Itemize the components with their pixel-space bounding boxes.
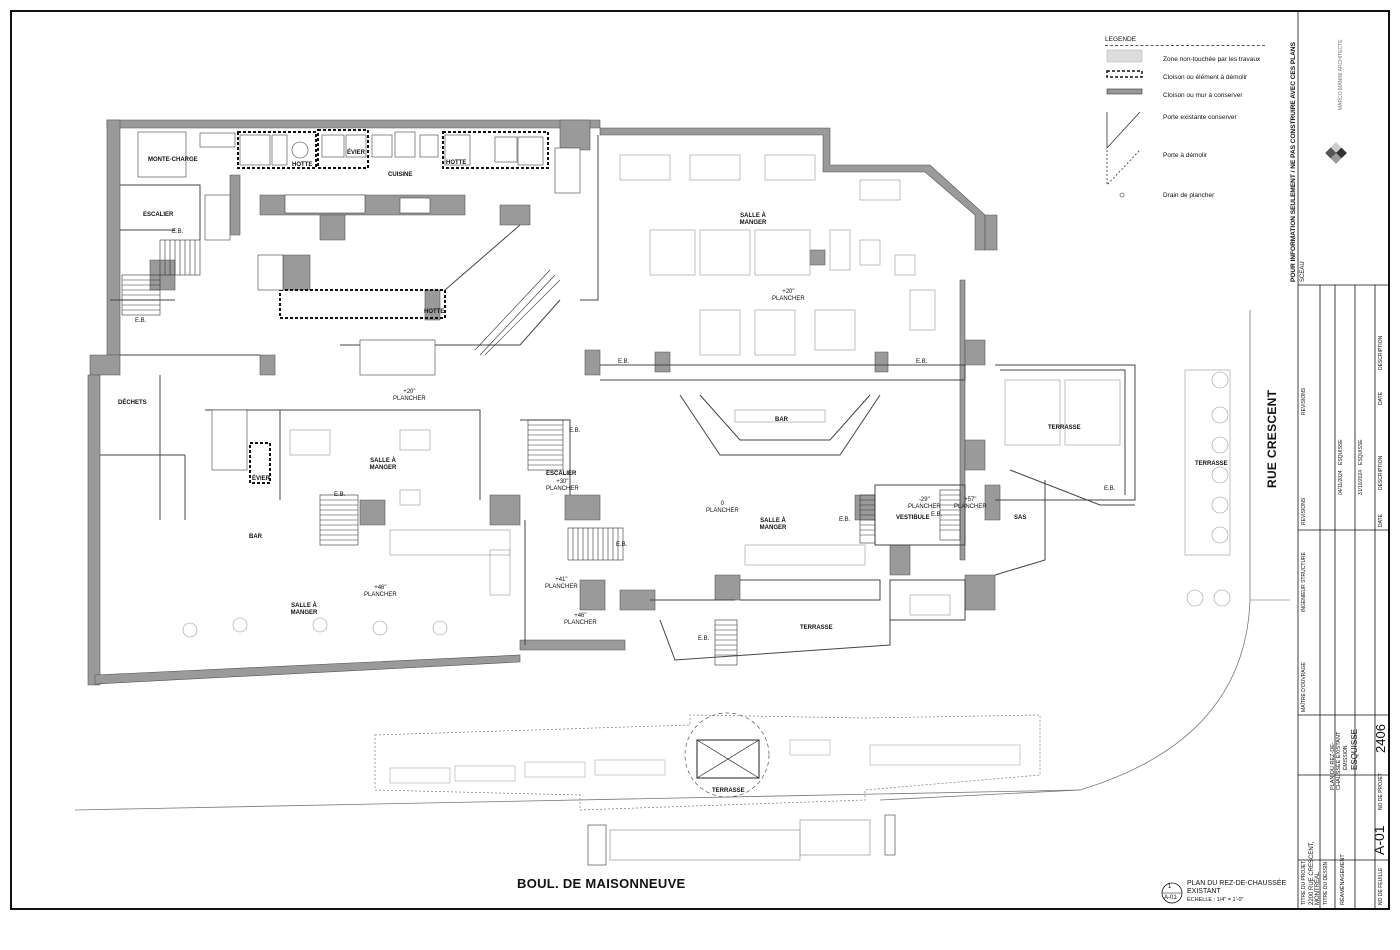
room-terrasse-3: TERRASSE <box>800 625 833 631</box>
tb-rev-desc-1: ESQUISSE <box>1338 439 1344 465</box>
eb-marker: E.B. <box>135 318 147 324</box>
eb-marker: E.B. <box>172 229 184 235</box>
room-cuisine: CUISINE <box>388 172 413 178</box>
eb-marker: E.B. <box>916 359 928 365</box>
room-salle-a-manger-3: SALLE À MANGER <box>290 603 318 616</box>
legend-item: Drain de plancher <box>1163 192 1215 199</box>
drawing-ref-scale: ÉCHELLE : 1/4" = 1'-0" <box>1187 897 1244 903</box>
room-dechets: DÉCHETS <box>118 400 147 406</box>
tb-maitre: MAÎTRE D'OUVRAGE <box>1301 662 1307 712</box>
elev-plus30: +30"Plancher <box>546 479 579 492</box>
eb-marker: E.B. <box>931 512 943 518</box>
eb-marker: E.B. <box>569 428 581 434</box>
elev-plus57: +57"Plancher <box>954 497 987 510</box>
tb-revisions-header: REVISIONS <box>1301 387 1307 415</box>
tb-revisions-header-2: REVISIONS <box>1301 497 1307 525</box>
legend-item: Porte existante conserver <box>1163 114 1237 121</box>
room-vestibule: VESTIBULE <box>896 515 930 521</box>
street-label-south: BOUL. DE MAISONNEUVE <box>517 876 686 891</box>
room-escalier: ESCALIER <box>143 212 174 218</box>
label-evier-1: ÉVIER <box>347 150 366 156</box>
tb-no-feuille-label: NO DE FEUILLE <box>1378 867 1384 905</box>
room-sas: SAS <box>1014 515 1027 521</box>
room-bar-2: BAR <box>249 534 262 540</box>
elev-zero: 0Plancher <box>706 501 739 514</box>
tb-titre-dessin: PLAN DU REZ-DE-CHAUSSÉE EXISTANT <box>1330 731 1342 790</box>
tb-no-projet-label: NO DE PROJET <box>1378 773 1384 810</box>
drawing-ref-sheet: A-01 <box>1164 895 1177 901</box>
drawing-ref-number: 1 <box>1168 884 1172 890</box>
legend-item: Cloison ou élément à démolir <box>1163 74 1248 81</box>
tb-no-projet: 2406 <box>1373 724 1388 753</box>
room-salle-a-manger-2: SALLE À MANGER <box>369 458 397 471</box>
room-terrasse-1: TERRASSE <box>1048 425 1081 431</box>
room-salle-a-manger-4: SALLE À MANGER <box>759 518 787 531</box>
label-hotte-2: HOTTE <box>446 160 467 166</box>
elev-plus46-b: +46"Plancher <box>564 613 597 626</box>
room-bar-1: BAR <box>775 417 788 423</box>
tb-ingenieur: INGENIEUR STRUCTURE <box>1301 551 1307 612</box>
legend-title: LEGENDE <box>1105 36 1265 46</box>
tb-rev-date-1: 04/11/2024 <box>1338 470 1344 495</box>
elev-plus20-a: +20"Plancher <box>772 289 805 302</box>
drawing-sheet-border <box>10 10 1390 910</box>
tb-emission-label: ÉMISSION <box>1343 745 1349 770</box>
elev-plus20-b: +20"Plancher <box>393 389 426 402</box>
tb-rev-date-2: 31/10/2024 <box>1358 469 1364 495</box>
eb-marker: E.B. <box>616 542 628 548</box>
tb-date-header: DATE <box>1378 392 1384 405</box>
eb-marker: E.B. <box>839 517 851 523</box>
tb-emission: ESQUISSE <box>1350 729 1359 770</box>
room-escalier-2: ESCALIER <box>546 471 577 477</box>
tb-date-header-2: DATE <box>1378 514 1384 527</box>
elev-plus46-a: +46"Plancher <box>364 585 397 598</box>
legend-item: Cloison ou mur à conserver <box>1163 92 1243 99</box>
eb-marker: E.B. <box>698 636 710 642</box>
room-terrasse-4: TERRASSE <box>712 788 745 794</box>
tb-description-header-2: DESCRIPTION <box>1378 455 1384 490</box>
tb-firm: MARCO MANINI ARCHITECTE <box>1338 39 1344 110</box>
tb-no-feuille: A-01 <box>1371 825 1387 855</box>
eb-marker: E.B. <box>1104 486 1116 492</box>
tb-titre-dessin-label: TITRE DU DESSIN <box>1323 861 1329 905</box>
room-salle-a-manger-1: SALLE À MANGER <box>739 213 767 226</box>
tb-reamenagement: RÉAMÉNAGEMENT <box>1340 854 1346 905</box>
drawing-ref-title: PLAN DU REZ-DE-CHAUSSÉE EXISTANT <box>1187 880 1287 895</box>
street-label-east: RUE CRESCENT <box>1265 389 1279 488</box>
elev-plus41: +41"Plancher <box>545 577 578 590</box>
eb-marker: E.B. <box>334 492 346 498</box>
label-evier-2: ÉVIER <box>252 476 271 482</box>
elev-minus29: -29"Plancher <box>908 497 941 510</box>
legend-item: Porte à démolir <box>1163 152 1208 159</box>
room-terrasse-2: TERRASSE <box>1195 461 1228 467</box>
tb-rev-desc-2: ESQUISSE <box>1358 439 1364 465</box>
legend-item: Zone non-touchée par les travaux <box>1163 56 1261 63</box>
label-hotte-3: HOTTE <box>424 309 445 315</box>
tb-titre-projet-label: TITRE DU PROJET <box>1301 860 1307 905</box>
legend: LEGENDE Zone non-touchée par les travaux… <box>1105 36 1265 206</box>
tb-description-header: DESCRIPTION <box>1378 335 1384 370</box>
tb-titre-projet: 2200 RUE CRESCENT, MONTRÉAL <box>1309 841 1321 905</box>
tb-notice: POUR INFORMATION SEULEMENT / NE PAS CONS… <box>1290 42 1297 282</box>
room-monte-charge: MONTE-CHARGE <box>148 157 198 163</box>
tb-sceau: SCEAU <box>1300 261 1306 282</box>
eb-marker: E.B. <box>618 359 630 365</box>
label-hotte-1: HOTTE <box>292 162 313 168</box>
